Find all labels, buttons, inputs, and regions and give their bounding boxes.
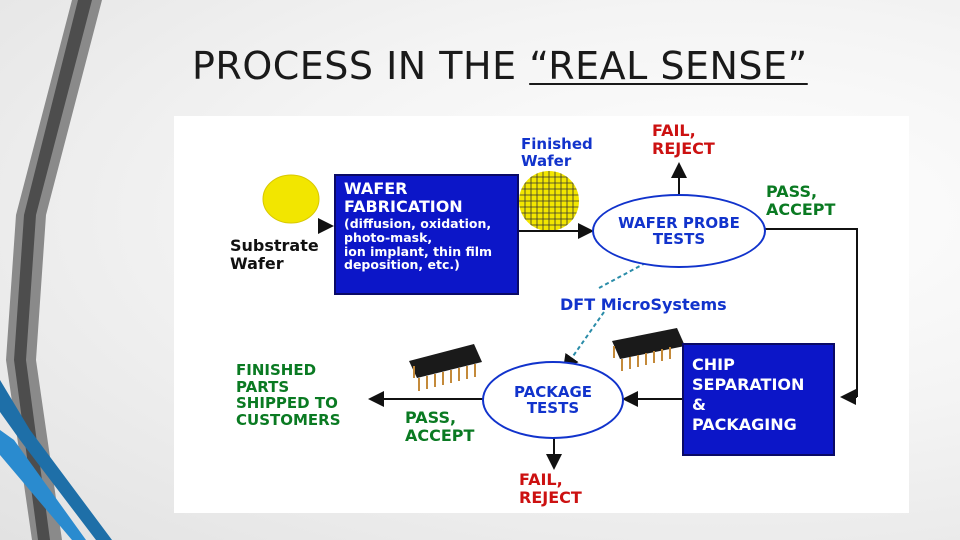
finished-wafer-image: [519, 171, 579, 231]
pass-accept-bottom-label: PASS,ACCEPT: [405, 408, 475, 445]
fail-reject-bottom-label: FAIL,REJECT: [519, 470, 582, 507]
diagram-connectors: [262, 162, 858, 470]
pass-accept-top-label: PASS,ACCEPT: [766, 182, 836, 219]
chip-image-left: [409, 344, 482, 391]
fail-reject-top-label: FAIL,REJECT: [652, 121, 715, 158]
page-title: PROCESS IN THE “REAL SENSE”: [192, 44, 808, 88]
substrate-wafer-disc: [262, 174, 320, 224]
chip-image-right: [612, 328, 685, 371]
dft-microsystems-label: DFT MicroSystems: [560, 295, 727, 314]
wafer-fabrication-details: (diffusion, oxidation,photo-mask, ion im…: [344, 216, 493, 273]
